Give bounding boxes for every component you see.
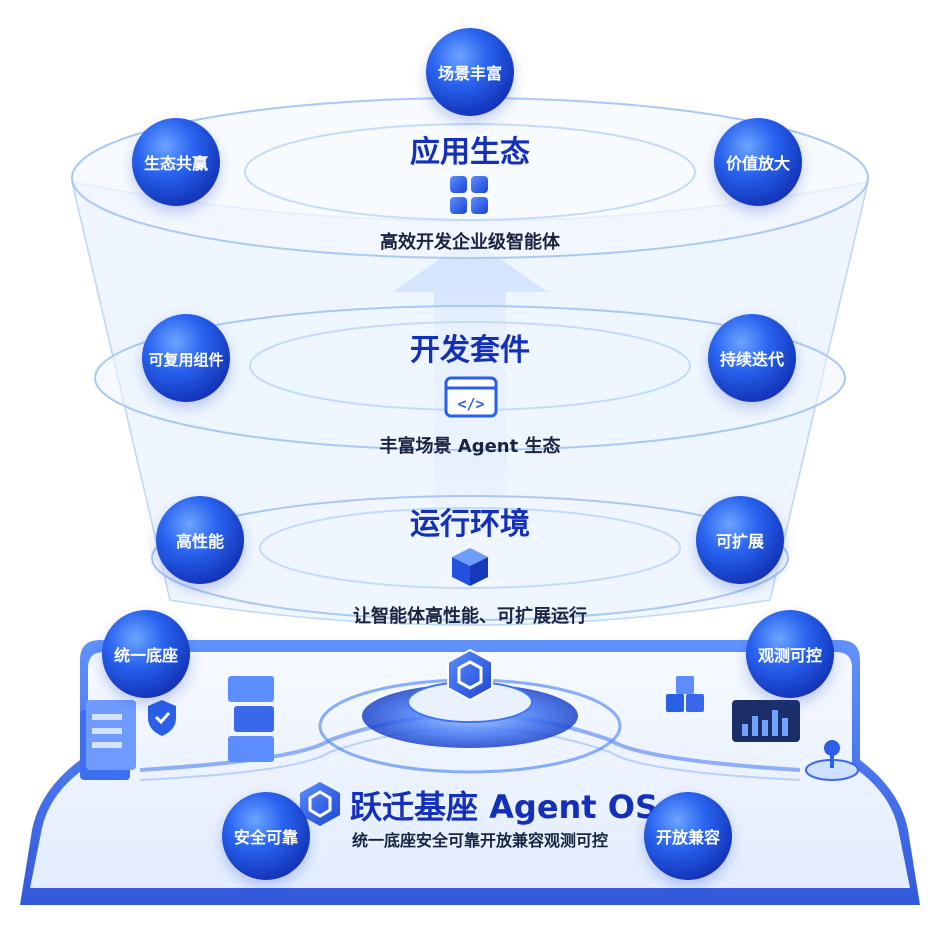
app-layer-title: 应用生态 xyxy=(410,135,530,170)
badge-app-top: 场景丰富 xyxy=(426,28,514,116)
badge-dev-left: 可复用组件 xyxy=(142,314,230,402)
dev-layer-subtitle: 丰富场景 Agent 生态 xyxy=(380,435,561,457)
badge-base-bottom-left-label: 安全可靠 xyxy=(234,828,298,847)
badge-app-top-label: 场景丰富 xyxy=(438,64,502,83)
badge-runtime-left-label: 高性能 xyxy=(176,532,224,551)
dev-layer-title: 开发套件 xyxy=(410,333,530,368)
server-rack-icon xyxy=(80,700,136,780)
app-layer-subtitle: 高效开发企业级智能体 xyxy=(380,231,561,253)
badge-runtime-left: 高性能 xyxy=(156,496,244,584)
badge-base-bottom-left: 安全可靠 xyxy=(222,792,310,880)
badge-runtime-right-label: 可扩展 xyxy=(716,532,765,551)
badge-app-left: 生态共赢 xyxy=(132,118,220,206)
monitor-chart-icon xyxy=(732,700,800,742)
cube-cluster-icon xyxy=(666,676,704,712)
badge-dev-left-label: 可复用组件 xyxy=(148,351,223,369)
badge-base-top-left-label: 统一底座 xyxy=(114,646,178,665)
agent-os-logo-icon xyxy=(300,782,340,826)
badge-app-left-label: 生态共赢 xyxy=(144,154,208,173)
badge-base-top-right: 观测可控 xyxy=(746,610,834,698)
badge-runtime-right: 可扩展 xyxy=(696,496,784,584)
badge-dev-right: 持续迭代 xyxy=(708,314,796,402)
base-subtitle: 统一底座安全可靠开放兼容观测可控 xyxy=(352,831,608,850)
badge-base-top-right-label: 观测可控 xyxy=(758,646,822,665)
badge-dev-right-label: 持续迭代 xyxy=(720,350,784,369)
base-branding: 跃迁基座 Agent OS 统一底座安全可靠开放兼容观测可控 xyxy=(300,782,658,850)
badge-app-right: 价值放大 xyxy=(714,118,802,206)
shield-icon xyxy=(148,700,176,736)
dev-layer: 开发套件 </> 丰富场景 Agent 生态 xyxy=(380,333,561,457)
cube-icon xyxy=(452,548,488,586)
module-blocks-icon xyxy=(228,676,274,762)
runtime-layer: 运行环境 让智能体高性能、可扩展运行 xyxy=(353,507,587,627)
base-title: 跃迁基座 Agent OS xyxy=(350,788,658,826)
badge-base-top-left: 统一底座 xyxy=(102,610,190,698)
code-window-icon: </> xyxy=(444,376,498,418)
hex-core-icon xyxy=(447,648,493,702)
svg-text:</>: </> xyxy=(457,395,484,413)
app-layer-ring xyxy=(71,97,869,259)
runtime-layer-subtitle: 让智能体高性能、可扩展运行 xyxy=(353,605,587,627)
joystick-icon xyxy=(805,740,859,781)
base-core xyxy=(318,648,622,774)
badge-app-right-label: 价值放大 xyxy=(726,154,790,173)
app-layer: 应用生态 高效开发企业级智能体 xyxy=(380,135,561,253)
badge-base-bottom-right: 开放兼容 xyxy=(644,792,732,880)
badge-base-bottom-right-label: 开放兼容 xyxy=(656,828,720,847)
runtime-layer-title: 运行环境 xyxy=(410,507,530,542)
apps-grid-icon xyxy=(450,176,488,214)
